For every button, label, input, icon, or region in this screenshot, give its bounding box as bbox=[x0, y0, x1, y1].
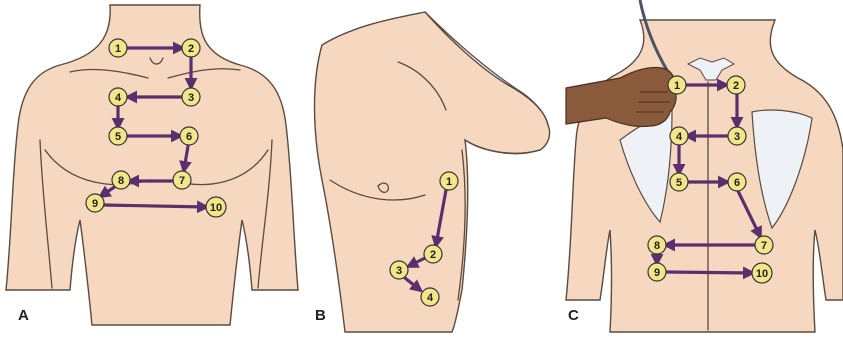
svg-text:8: 8 bbox=[118, 175, 124, 187]
marker-a-7: 7 bbox=[173, 171, 191, 189]
svg-text:3: 3 bbox=[396, 265, 402, 277]
marker-b-3: 3 bbox=[390, 261, 408, 279]
lateral-torso bbox=[315, 12, 550, 332]
svg-text:3: 3 bbox=[188, 92, 194, 104]
marker-c-3: 3 bbox=[728, 127, 746, 145]
svg-text:4: 4 bbox=[427, 292, 434, 304]
marker-c-9: 9 bbox=[648, 263, 666, 281]
panel-letter-c: C bbox=[568, 307, 579, 324]
marker-a-2: 2 bbox=[182, 39, 200, 57]
marker-c-4: 4 bbox=[670, 127, 688, 145]
marker-c-5: 5 bbox=[670, 173, 688, 191]
svg-text:10: 10 bbox=[210, 202, 222, 214]
marker-b-4: 4 bbox=[421, 288, 439, 306]
svg-text:1: 1 bbox=[674, 80, 680, 92]
marker-a-9: 9 bbox=[86, 194, 104, 212]
svg-text:10: 10 bbox=[756, 268, 768, 280]
marker-a-4: 4 bbox=[109, 88, 127, 106]
marker-a-5: 5 bbox=[109, 127, 127, 145]
marker-b-2: 2 bbox=[424, 245, 442, 263]
panel-letter-b: B bbox=[315, 307, 326, 324]
svg-text:1: 1 bbox=[446, 176, 452, 188]
svg-text:2: 2 bbox=[733, 80, 739, 92]
svg-text:1: 1 bbox=[115, 43, 121, 55]
panel-b: 1 2 3 4 B bbox=[315, 12, 550, 332]
marker-a-8: 8 bbox=[112, 171, 130, 189]
svg-text:5: 5 bbox=[676, 177, 682, 189]
marker-c-1: 1 bbox=[668, 76, 686, 94]
marker-c-2: 2 bbox=[727, 76, 745, 94]
svg-text:9: 9 bbox=[654, 267, 660, 279]
marker-c-10: 10 bbox=[752, 263, 772, 283]
marker-c-6: 6 bbox=[728, 173, 746, 191]
svg-text:2: 2 bbox=[430, 249, 436, 261]
svg-text:6: 6 bbox=[186, 131, 192, 143]
svg-text:8: 8 bbox=[654, 240, 660, 252]
svg-text:9: 9 bbox=[92, 198, 98, 210]
svg-text:2: 2 bbox=[188, 43, 194, 55]
marker-c-8: 8 bbox=[648, 236, 666, 254]
marker-c-7: 7 bbox=[755, 236, 773, 254]
arrow-c-9-10 bbox=[666, 272, 752, 273]
svg-text:4: 4 bbox=[676, 131, 683, 143]
svg-text:6: 6 bbox=[734, 177, 740, 189]
svg-text:7: 7 bbox=[179, 175, 185, 187]
marker-a-3: 3 bbox=[182, 88, 200, 106]
arrow-a-9-10 bbox=[104, 205, 206, 207]
marker-a-10: 10 bbox=[206, 197, 226, 217]
svg-text:3: 3 bbox=[734, 131, 740, 143]
anterior-torso bbox=[6, 5, 298, 325]
panel-c: 1 2 3 4 5 6 7 8 9 10 C bbox=[566, 0, 843, 332]
panel-a: 1 2 3 4 5 6 7 8 9 10 A bbox=[6, 5, 298, 325]
svg-text:4: 4 bbox=[115, 92, 122, 104]
svg-text:5: 5 bbox=[115, 131, 121, 143]
marker-a-6: 6 bbox=[180, 127, 198, 145]
panel-letter-a: A bbox=[18, 307, 29, 324]
marker-b-1: 1 bbox=[440, 172, 458, 190]
marker-a-1: 1 bbox=[109, 39, 127, 57]
svg-text:7: 7 bbox=[761, 240, 767, 252]
